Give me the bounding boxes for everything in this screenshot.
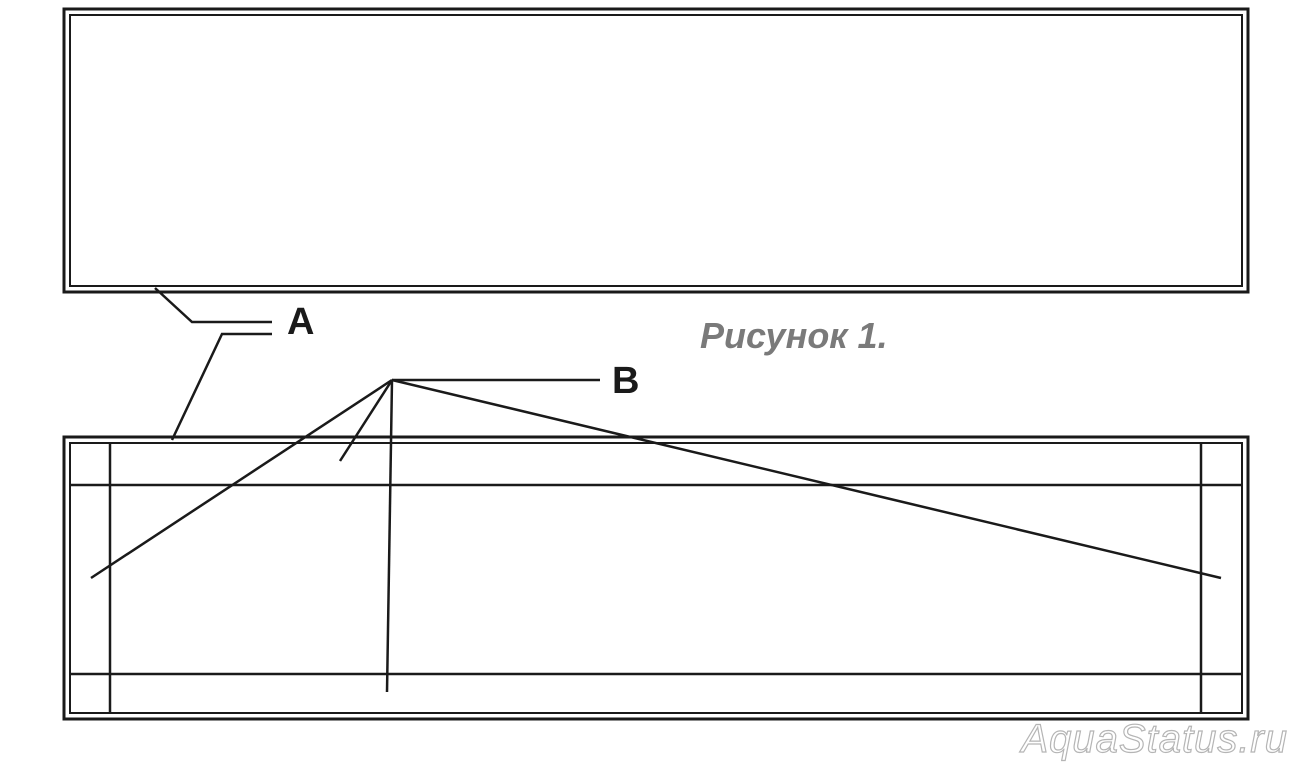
callout-a-label: A: [287, 301, 314, 343]
top-panel-outer-edge: [62, 7, 1250, 294]
callout-b-leader-vertical: [385, 379, 394, 693]
callout-a-leader-top: [154, 287, 272, 324]
watermark-text: AquaStatus.ru: [1020, 717, 1289, 761]
callout-b-label: B: [612, 360, 639, 402]
callout-b-leader-left-corner: [90, 378, 393, 580]
callout-a: A: [154, 287, 314, 441]
bottom-frame-inner-edge: [69, 442, 1243, 714]
bottom-frame-outer-edge: [62, 435, 1250, 721]
figure-caption: Рисунок 1.: [700, 315, 888, 356]
top-panel-inner-edge: [69, 14, 1243, 287]
callout-b-leader-short: [338, 379, 394, 462]
callout-b-leader-right-corner: [391, 378, 1222, 580]
top-panel: [62, 7, 1250, 294]
callout-b: B: [90, 360, 1222, 693]
callout-a-leader-bottom: [170, 332, 272, 441]
